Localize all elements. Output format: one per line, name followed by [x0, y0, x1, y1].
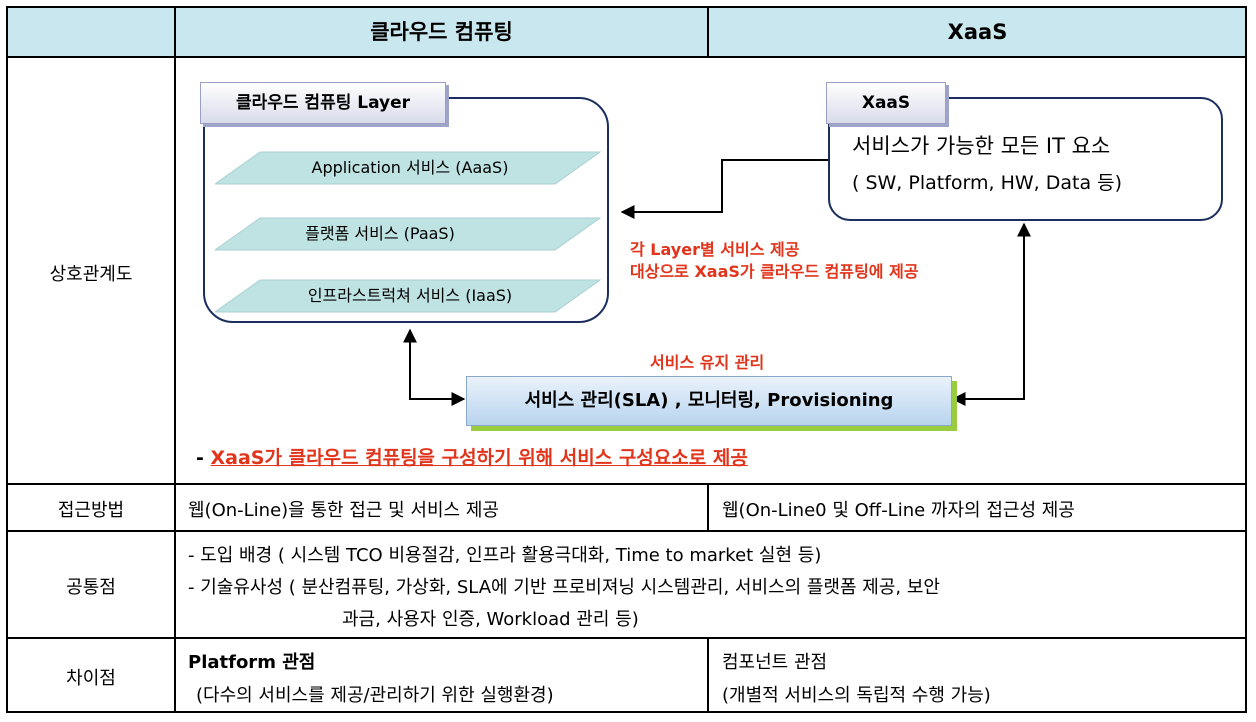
header-cloud-computing: 클라우드 컴퓨팅 [370, 20, 513, 44]
header-xaas-bg [709, 8, 1246, 56]
row-line-1 [8, 56, 1246, 58]
layer-aaas: Application 서비스 (AaaS) [311, 158, 509, 177]
divider-label-col [174, 8, 176, 711]
provide-note-2: 대상으로 XaaS가 클라우드 컴퓨팅에 제공 [630, 262, 919, 281]
common-line3: 과금, 사용자 인증, Workload 관리 등) [342, 609, 639, 630]
divider-access-mid [707, 483, 709, 530]
diff-cloud-title: Platform 관점 [188, 652, 316, 673]
cloud-layer-title: 클라우드 컴퓨팅 Layer [200, 82, 446, 124]
xaas-box-title: XaaS [826, 82, 946, 124]
row-label-access: 접근방법 [57, 500, 125, 521]
diff-xaas-title: 컴포넌트 관점 [722, 652, 828, 673]
header-cloud-bg [176, 8, 707, 56]
header-xaas: XaaS [947, 20, 1008, 44]
provide-note-1: 각 Layer별 서비스 제공 [630, 240, 800, 259]
common-line2: - 기술유사성 ( 분산컴퓨팅, 가상화, SLA에 기반 프로비져닝 시스템관… [188, 577, 940, 598]
layer-iaas: 인프라스트럭쳐 서비스 (IaaS) [307, 286, 513, 305]
row-label-relation: 상호관계도 [49, 264, 133, 285]
row-line-2 [8, 483, 1246, 485]
xaas-desc-line2: ( SW, Platform, HW, Data 등) [852, 172, 1123, 194]
header-corner [8, 8, 174, 56]
layer-shape-paas [215, 217, 602, 251]
arrow-sla-xaas [951, 222, 1031, 406]
diff-cloud-desc: (다수의 서비스를 제공/관리하기 위한 실행환경) [196, 685, 554, 706]
row-label-common: 공통점 [66, 577, 116, 598]
layer-shape-iaas [215, 279, 602, 313]
sla-box: 서비스 관리(SLA) , 모니터링, Provisioning [466, 376, 952, 426]
access-cloud: 웹(On-Line)을 통한 접근 및 서비스 제공 [188, 500, 499, 521]
row-label-diff: 차이점 [66, 668, 116, 689]
divider-header-mid [707, 8, 709, 56]
table-frame [6, 6, 1247, 713]
layer-shape-aaas [215, 151, 602, 185]
divider-diff-mid [707, 639, 709, 711]
access-xaas: 웹(On-Line0 및 Off-Line 까자의 접근성 제공 [722, 500, 1075, 521]
summary-dash: - [196, 447, 211, 469]
arrow-layer-sla [403, 328, 466, 406]
layer-parallelograms [215, 151, 602, 313]
maintain-note: 서비스 유지 관리 [650, 353, 765, 372]
row-line-4 [8, 637, 1246, 639]
xaas-desc-line1: 서비스가 가능한 모든 IT 요소 [852, 134, 1111, 158]
summary-line: - XaaS가 클라우드 컴퓨팅을 구성하기 위해 서비스 구성요소로 제공 [196, 443, 748, 470]
row-line-3 [8, 530, 1246, 532]
layer-paas: 플랫폼 서비스 (PaaS) [305, 224, 455, 243]
arrow-xaas-to-layer [620, 159, 828, 219]
summary-text: XaaS가 클라우드 컴퓨팅을 구성하기 위해 서비스 구성요소로 제공 [210, 447, 748, 469]
common-line1: - 도입 배경 ( 시스템 TCO 비용절감, 인프라 활용극대화, Time … [188, 545, 822, 566]
diff-xaas-desc: (개별적 서비스의 독립적 수행 가능) [722, 685, 991, 706]
